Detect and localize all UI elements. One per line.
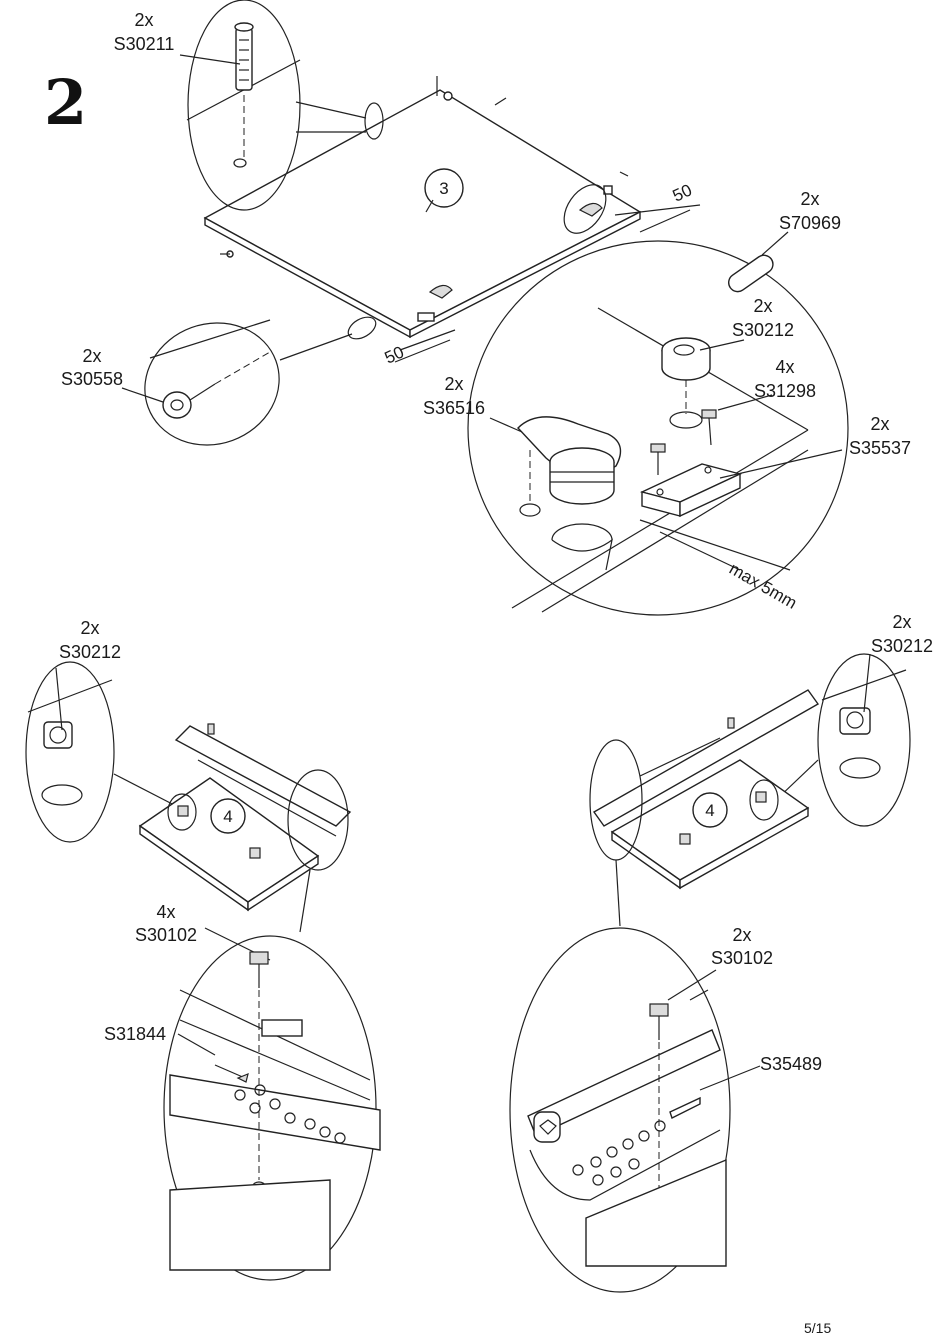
- dowel-qty: 2x: [134, 10, 153, 30]
- screw-small-qty: 4x: [775, 357, 794, 377]
- small-screw-icon: [701, 409, 717, 419]
- right-drawer-assembly: 4: [509, 653, 911, 1293]
- step-number: 2: [44, 66, 87, 139]
- connector-qty: 2x: [444, 374, 463, 394]
- left-drawer-assembly: 4: [25, 661, 381, 1281]
- screw-left-code: S30102: [135, 925, 197, 945]
- pin-code: S70969: [779, 213, 841, 233]
- cam-left-qty: 2x: [80, 618, 99, 638]
- dowel-icon: [235, 27, 253, 91]
- pin-qty: 2x: [800, 189, 819, 209]
- cam-left-code: S30212: [59, 642, 121, 662]
- connector-detail: max 5mm: [467, 231, 849, 616]
- screw-right-icon: [649, 1003, 669, 1017]
- cam-left-icon: [43, 721, 73, 749]
- screw-left-icon: [249, 951, 269, 965]
- glider-detail: [121, 319, 353, 446]
- glider-icon: [162, 391, 192, 419]
- cam-top-qty: 2x: [753, 296, 772, 316]
- pin-icon: [728, 254, 774, 293]
- dowel-code: S30211: [114, 34, 175, 54]
- panel-number-top: 3: [439, 179, 448, 198]
- screw-left-qty: 4x: [156, 902, 175, 922]
- glider-qty: 2x: [82, 346, 101, 366]
- panel-number-left: 4: [223, 807, 232, 826]
- cam-right-qty: 2x: [892, 612, 911, 632]
- small-screw-icon-2: [650, 443, 666, 453]
- screw-right-qty: 2x: [732, 925, 751, 945]
- left-rail-holes: [234, 1084, 346, 1144]
- page-number: 5/15: [804, 1320, 831, 1336]
- dimension-50-top: 50: [670, 180, 695, 205]
- glider-code: S30558: [61, 369, 123, 389]
- plate-qty: 2x: [870, 414, 889, 434]
- panel-number-right: 4: [705, 801, 714, 820]
- cam-top-code: S30212: [732, 320, 794, 340]
- cam-right-icon: [839, 707, 871, 735]
- plate-code: S35537: [849, 438, 911, 458]
- cam-right-code: S30212: [871, 636, 933, 656]
- screw-small-code: S31298: [754, 381, 816, 401]
- right-rail-holes: [572, 1120, 666, 1186]
- rail-left-code: S31844: [104, 1024, 166, 1044]
- rail-right-code: S35489: [760, 1054, 822, 1074]
- panel-number-circle: [424, 168, 464, 208]
- dowel-detail: [179, 0, 367, 211]
- screw-right-code: S30102: [711, 948, 773, 968]
- connector-code: S36516: [423, 398, 485, 418]
- max-gap-label: max 5mm: [726, 559, 800, 613]
- dimension-50-bottom: 50: [382, 342, 407, 367]
